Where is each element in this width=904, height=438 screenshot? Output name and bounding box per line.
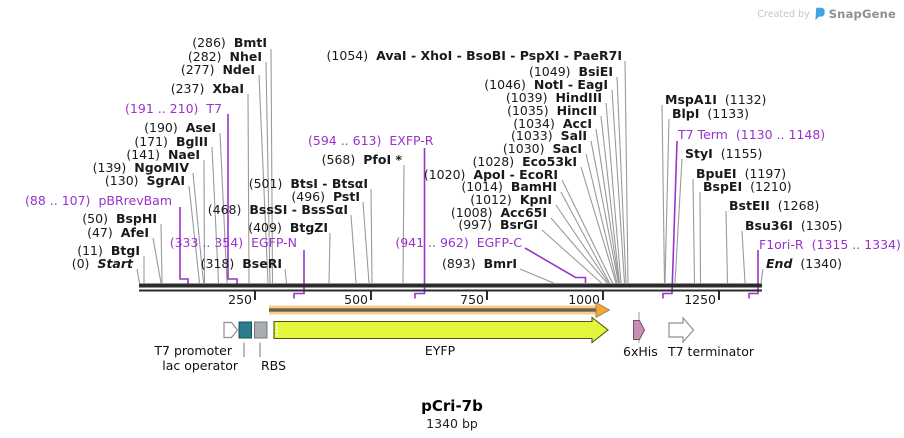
lac-operator-caption: lac operator <box>162 358 238 373</box>
his6-feature[interactable] <box>633 320 646 340</box>
lac-operator-feature[interactable] <box>238 321 252 339</box>
map-end-label: End(1340) <box>766 256 842 271</box>
rbs-caption: RBS <box>261 358 286 373</box>
site-label-btsi[interactable]: (501)BtsI - BtsαI <box>248 176 368 191</box>
snapgene-watermark: Created by SnapGene <box>757 7 896 21</box>
primer-label-exfp-r[interactable]: (594 .. 613)EXFP-R <box>308 133 434 148</box>
site-label-ngomiv[interactable]: (139)NgoMIV <box>92 160 189 175</box>
site-label-apoi[interactable]: (1020)ApoI - EcoRI <box>423 167 558 182</box>
plasmid-length: 1340 bp <box>426 416 478 431</box>
ruler-tick-1250: 1250 <box>684 292 716 307</box>
snapgene-brand-text: SnapGene <box>828 7 896 21</box>
t7-terminator-caption: T7 terminator <box>668 344 754 359</box>
site-label-bmti[interactable]: (286)BmtI <box>192 35 267 50</box>
ruler-tick-750: 750 <box>460 292 484 307</box>
site-label-acci[interactable]: (1034)AccI <box>513 116 592 131</box>
primer-brackets <box>179 114 759 299</box>
leader-lines <box>136 48 764 284</box>
site-label-hincii[interactable]: (1035)HincII <box>507 103 597 118</box>
eyfp-feature[interactable] <box>273 316 609 344</box>
site-label-blpi[interactable]: BlpI(1133) <box>672 106 749 121</box>
site-label-bsteii[interactable]: BstEII(1268) <box>729 198 820 213</box>
primer-label-f1ori-r[interactable]: F1ori-R(1315 .. 1334) <box>759 237 901 252</box>
site-label-afei[interactable]: (47)AfeI <box>87 225 149 240</box>
site-label-ndei[interactable]: (277)NdeI <box>180 62 255 77</box>
site-label-bseri[interactable]: (318)BseRI <box>200 256 282 271</box>
site-label-bsphi[interactable]: (50)BspHI <box>82 211 157 226</box>
site-label-bamhi[interactable]: (1014)BamHI <box>461 179 557 194</box>
primer-label-egfp-n[interactable]: (333 .. 354)EGFP-N <box>169 235 297 250</box>
snapgene-logo-icon <box>815 7 825 21</box>
site-label-bglii[interactable]: (171)BglII <box>134 134 208 149</box>
site-label-btgzi[interactable]: (409)BtgZI <box>248 220 328 235</box>
primer-bracket-egfp-n <box>293 250 305 299</box>
site-label-styi[interactable]: StyI(1155) <box>685 146 763 161</box>
primer-label-t7-term[interactable]: T7 Term(1130 .. 1148) <box>678 127 826 142</box>
map-start-label: (0)Start <box>71 256 133 271</box>
site-label-sali[interactable]: (1033)SalI <box>511 128 587 143</box>
site-label-noti[interactable]: (1046)NotI - EagI <box>484 77 608 92</box>
site-label-xbai[interactable]: (237)XbaI <box>170 81 244 96</box>
ruler-tick-500: 500 <box>344 292 368 307</box>
primer-bracket-t7-term <box>662 140 678 299</box>
site-label-bsssi[interactable]: (468)BssSI - BssSαI <box>207 202 348 217</box>
site-label-saci[interactable]: (1030)SacI <box>502 141 582 156</box>
site-label-pfoi[interactable]: (568)PfoI * <box>321 152 402 167</box>
site-label-asei[interactable]: (190)AseI <box>144 120 216 135</box>
plasmid-name: pCri-7b <box>421 397 483 415</box>
site-label-acc65i[interactable]: (1008)Acc65I <box>450 205 547 220</box>
t7-promoter-feature[interactable] <box>223 321 239 339</box>
primer-bracket-exfp-r <box>414 148 426 299</box>
t7-terminator-feature[interactable] <box>668 316 695 344</box>
rbs-feature[interactable] <box>254 321 268 339</box>
site-label-bmri[interactable]: (893)BmrI <box>442 256 517 271</box>
t7-promoter-caption: T7 promoter <box>154 343 232 358</box>
site-label-eco53ki[interactable]: (1028)Eco53kI <box>472 154 577 169</box>
site-label-sgrai[interactable]: (130)SgrAI <box>104 173 185 188</box>
site-label-bpuei[interactable]: BpuEI(1197) <box>696 166 787 181</box>
site-label-bsu36i[interactable]: Bsu36I(1305) <box>745 218 843 233</box>
ruler-tick-250: 250 <box>228 292 252 307</box>
primer-bracket-f1ori-r <box>748 250 759 299</box>
site-label-kpni[interactable]: (1012)KpnI <box>470 192 552 207</box>
site-label-psti[interactable]: (496)PstI <box>291 189 360 204</box>
site-label-hindiii[interactable]: (1039)HindIII <box>505 90 602 105</box>
ruler: 250 500 750 1000 1250 <box>139 283 762 307</box>
site-label-bsiei[interactable]: (1049)BsiEI <box>528 64 613 79</box>
site-label-avai-group[interactable]: (1054)AvaI - XhoI - BsoBI - PspXI - PaeR… <box>326 48 622 63</box>
ruler-tick-1000: 1000 <box>568 292 600 307</box>
site-label-bsrgi[interactable]: (997)BsrGI <box>458 217 538 232</box>
site-label-btgi[interactable]: (11)BtgI <box>77 243 140 258</box>
primer-bracket-egfp-c <box>524 247 587 283</box>
his6-caption: 6xHis <box>623 344 658 359</box>
primer-label-t7[interactable]: (191 .. 210)T7 <box>125 101 222 116</box>
feature-caption-ticks <box>243 342 261 357</box>
primer-bracket-pbrrevbam <box>179 207 189 284</box>
site-label-mspa1i[interactable]: MspA1I(1132) <box>665 92 767 107</box>
site-label-bspei[interactable]: BspEI(1210) <box>703 179 792 194</box>
created-by-text: Created by <box>757 8 810 20</box>
orf-arrow[interactable] <box>269 301 611 319</box>
site-label-naei[interactable]: (141)NaeI <box>126 147 200 162</box>
primer-label-egfp-c[interactable]: (941 .. 962)EGFP-C <box>395 235 522 250</box>
site-label-nhei[interactable]: (282)NheI <box>187 49 262 64</box>
primer-bracket-t7 <box>227 114 238 284</box>
eyfp-caption: EYFP <box>424 343 456 358</box>
primer-label-pbrrevbam[interactable]: (88 .. 107)pBRrevBam <box>25 193 172 208</box>
